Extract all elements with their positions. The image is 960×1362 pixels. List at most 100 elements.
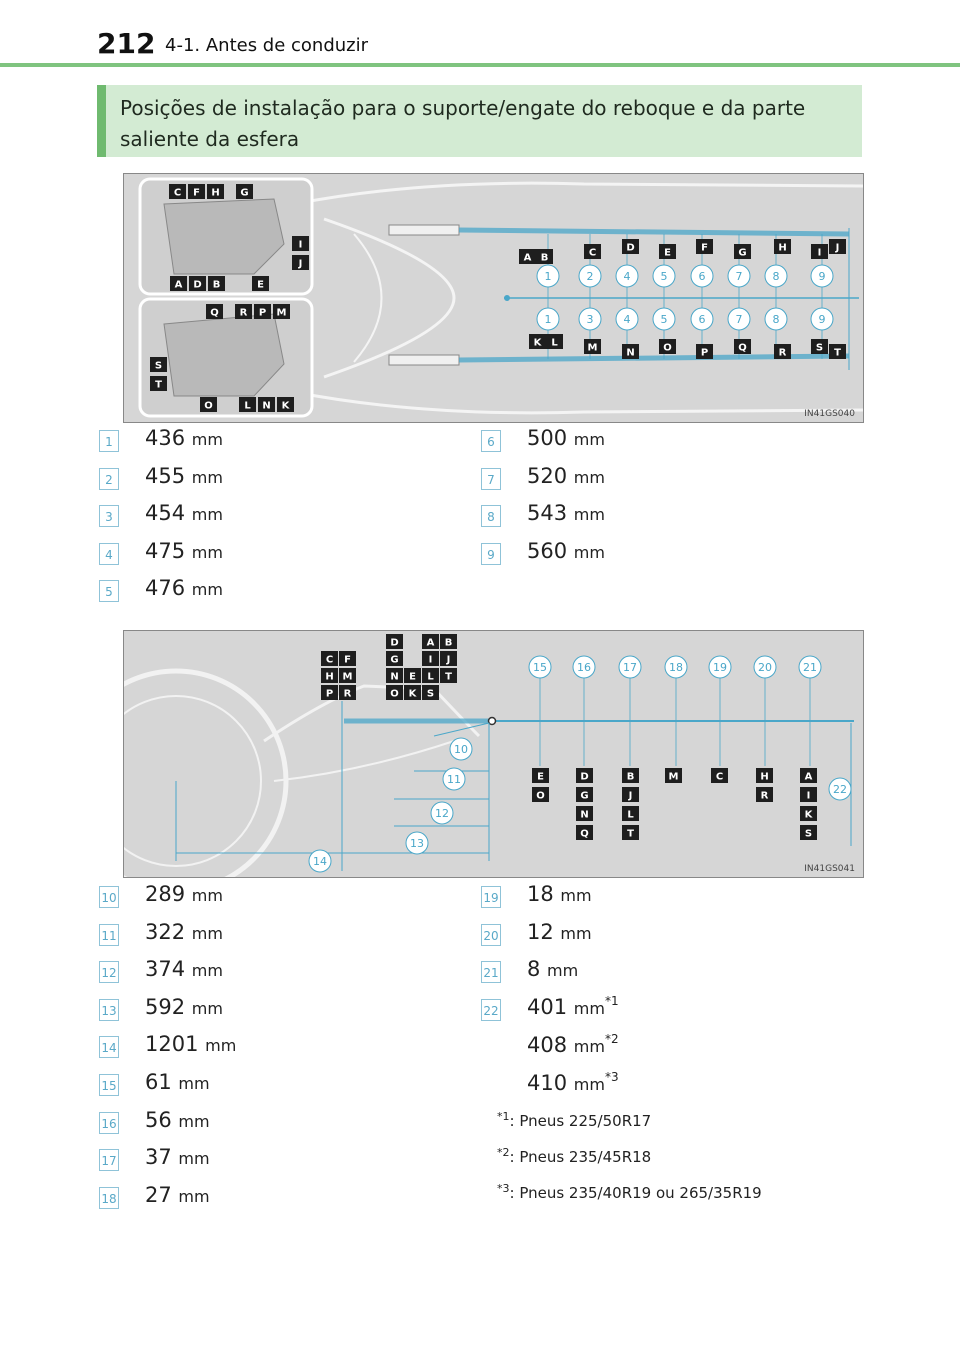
fig2-col-N-box <box>576 806 593 821</box>
fig1-lower-num-4-2-circle <box>615 307 639 331</box>
measurement-value: 543 mm <box>527 501 605 525</box>
fig1-top-callout-F: F <box>193 188 200 199</box>
fig2-col-G-box <box>576 787 593 802</box>
fig1-lower-num-3-1: 3 <box>587 313 594 326</box>
fig1-upper-letter-C: C <box>589 248 596 259</box>
measurement-value: 289 mm <box>145 882 223 906</box>
fig2-col-H-box <box>756 768 773 783</box>
fig1-lower-letter-T: T <box>834 348 841 359</box>
fig2-group3-J-box <box>440 651 457 666</box>
fig2-dim-num-14-circle <box>308 849 332 873</box>
measurement-unit: mm <box>573 430 605 449</box>
fig1-upper-num-5-3: 5 <box>661 270 668 283</box>
fig1-lower-num-9-7: 9 <box>819 313 826 326</box>
fig2-group3-B: B <box>445 638 453 649</box>
fig2-group2-N-box <box>386 668 403 683</box>
fig1-lower-num-1-0: 1 <box>545 313 552 326</box>
fig2-top-num-17-circle <box>618 655 642 679</box>
fig1-upper-letter-I-box <box>811 244 828 259</box>
measurement-unit: mm <box>191 467 223 487</box>
measurement-unit: mm <box>191 886 223 905</box>
fig1-bottom-bottom-L: L <box>244 401 251 412</box>
fig2-group2-K: K <box>409 689 418 700</box>
section-heading-box: Posições de instalação para o suporte/en… <box>97 85 862 157</box>
footnote-mark: *1 <box>497 1110 510 1123</box>
footnote-marker: *1 <box>604 993 619 1008</box>
measurement-number-badge: 5 <box>99 580 119 602</box>
fig1-bottom-callout-Q-box <box>206 304 223 319</box>
fig2-group2-E: E <box>409 672 416 683</box>
fig1-upper-num-6-4-circle <box>690 264 714 288</box>
measurement-value: 56 mm <box>145 1107 210 1132</box>
fig2-dim-num-13-circle <box>405 831 429 855</box>
fig1-bottom-left-S: S <box>155 361 162 372</box>
fig2-top-num-17: 17 <box>623 661 637 674</box>
fig2-dim-num-10: 10 <box>454 743 468 756</box>
fig2-top-num-15-circle <box>528 655 552 679</box>
measurement-value: 12 mm <box>527 919 592 944</box>
fig1-lower-num-6-4-circle <box>690 307 714 331</box>
fig2-col-R: R <box>761 791 769 802</box>
fig1-upper-num-7-5-circle <box>727 264 751 288</box>
fig1-upper-letter-A-box <box>519 249 536 264</box>
section-heading: Posições de instalação para o suporte/en… <box>120 96 806 151</box>
fig1-top-callout-G-box <box>236 184 253 199</box>
fig1-bottom-callout-R-box <box>235 304 252 319</box>
fig2-group1-M: M <box>343 672 353 683</box>
measurement-number-badge: 21 <box>481 961 501 984</box>
fig2-group1-R-box <box>339 685 356 700</box>
fig2-col-Q: Q <box>580 829 589 840</box>
fig2-dim-num-22-circle <box>828 777 852 801</box>
measurement-unit: mm <box>573 1074 605 1094</box>
fig1-top-callout-C: C <box>174 188 181 199</box>
measurement-value: 520 mm <box>527 463 605 488</box>
fig1-lower-letter-M-box <box>584 339 601 354</box>
fig2-group2-E-box <box>404 668 421 683</box>
measurement-value: 374 mm <box>145 957 223 982</box>
fig1-upper-letter-F: F <box>701 243 708 254</box>
fig1-top-right-J-box <box>292 255 309 270</box>
fig2-group1-H-box <box>321 668 338 683</box>
fig1-lower-letter-O-box <box>659 339 676 354</box>
fig1-lower-letter-R: R <box>779 348 787 359</box>
fig1-lower-letter-Q: Q <box>738 343 747 354</box>
measurement-number-badge: 16 <box>99 1111 119 1134</box>
measurement-number-badge: 3 <box>99 505 119 527</box>
fig1-bottom-bottom-L-box <box>239 397 256 412</box>
measurement-number-badge: 18 <box>99 1186 119 1209</box>
fig2-group3-L: L <box>427 672 434 683</box>
fig1-upper-letter-E-box <box>659 244 676 259</box>
fig2-top-num-18: 18 <box>669 661 683 674</box>
header-rule <box>0 63 960 67</box>
fig1-upper-num-9-7: 9 <box>819 270 826 283</box>
fig2-top-num-21: 21 <box>803 661 817 674</box>
measurement-value: 27 mm <box>145 1182 210 1207</box>
fig2-group3-I: I <box>429 655 433 666</box>
measurement-unit: mm <box>178 1074 210 1093</box>
fig1-upper-letter-H-box <box>774 239 791 254</box>
fig2-group3-L-box <box>422 668 439 683</box>
measurement-number-badge: 12 <box>99 961 119 984</box>
measurement-unit: mm <box>191 430 223 449</box>
fig1-bottom-bottom-O-box <box>200 397 217 412</box>
fig1-top-callout-F-box <box>188 184 205 199</box>
fig1-top-callout-C-box <box>169 184 186 199</box>
fig2-dim-num-22: 22 <box>833 783 847 796</box>
fig2-col-B-box <box>622 768 639 783</box>
fig2-col-J: J <box>628 791 633 802</box>
fig1-lower-num-5-3: 5 <box>661 313 668 326</box>
fig2-group1-C: C <box>326 655 333 666</box>
measurement-unit: mm <box>178 1186 210 1206</box>
fig2-dim-num-12: 12 <box>435 807 449 820</box>
measurement-value: 476 mm <box>145 576 223 600</box>
fig1-top-callout-H: H <box>211 188 219 199</box>
fig2-col-I-box <box>800 787 817 802</box>
measurement-value: 454 mm <box>145 501 223 525</box>
footnote: *1: Pneus 225/50R17 <box>497 1110 651 1130</box>
measurement-number-badge: 6 <box>481 430 501 452</box>
fig1-upper-letter-E: E <box>664 248 671 259</box>
measurement-unit: mm <box>205 1036 237 1056</box>
fig1-top-right-J: J <box>298 259 303 270</box>
fig1-lower-letter-K-box <box>529 334 546 349</box>
